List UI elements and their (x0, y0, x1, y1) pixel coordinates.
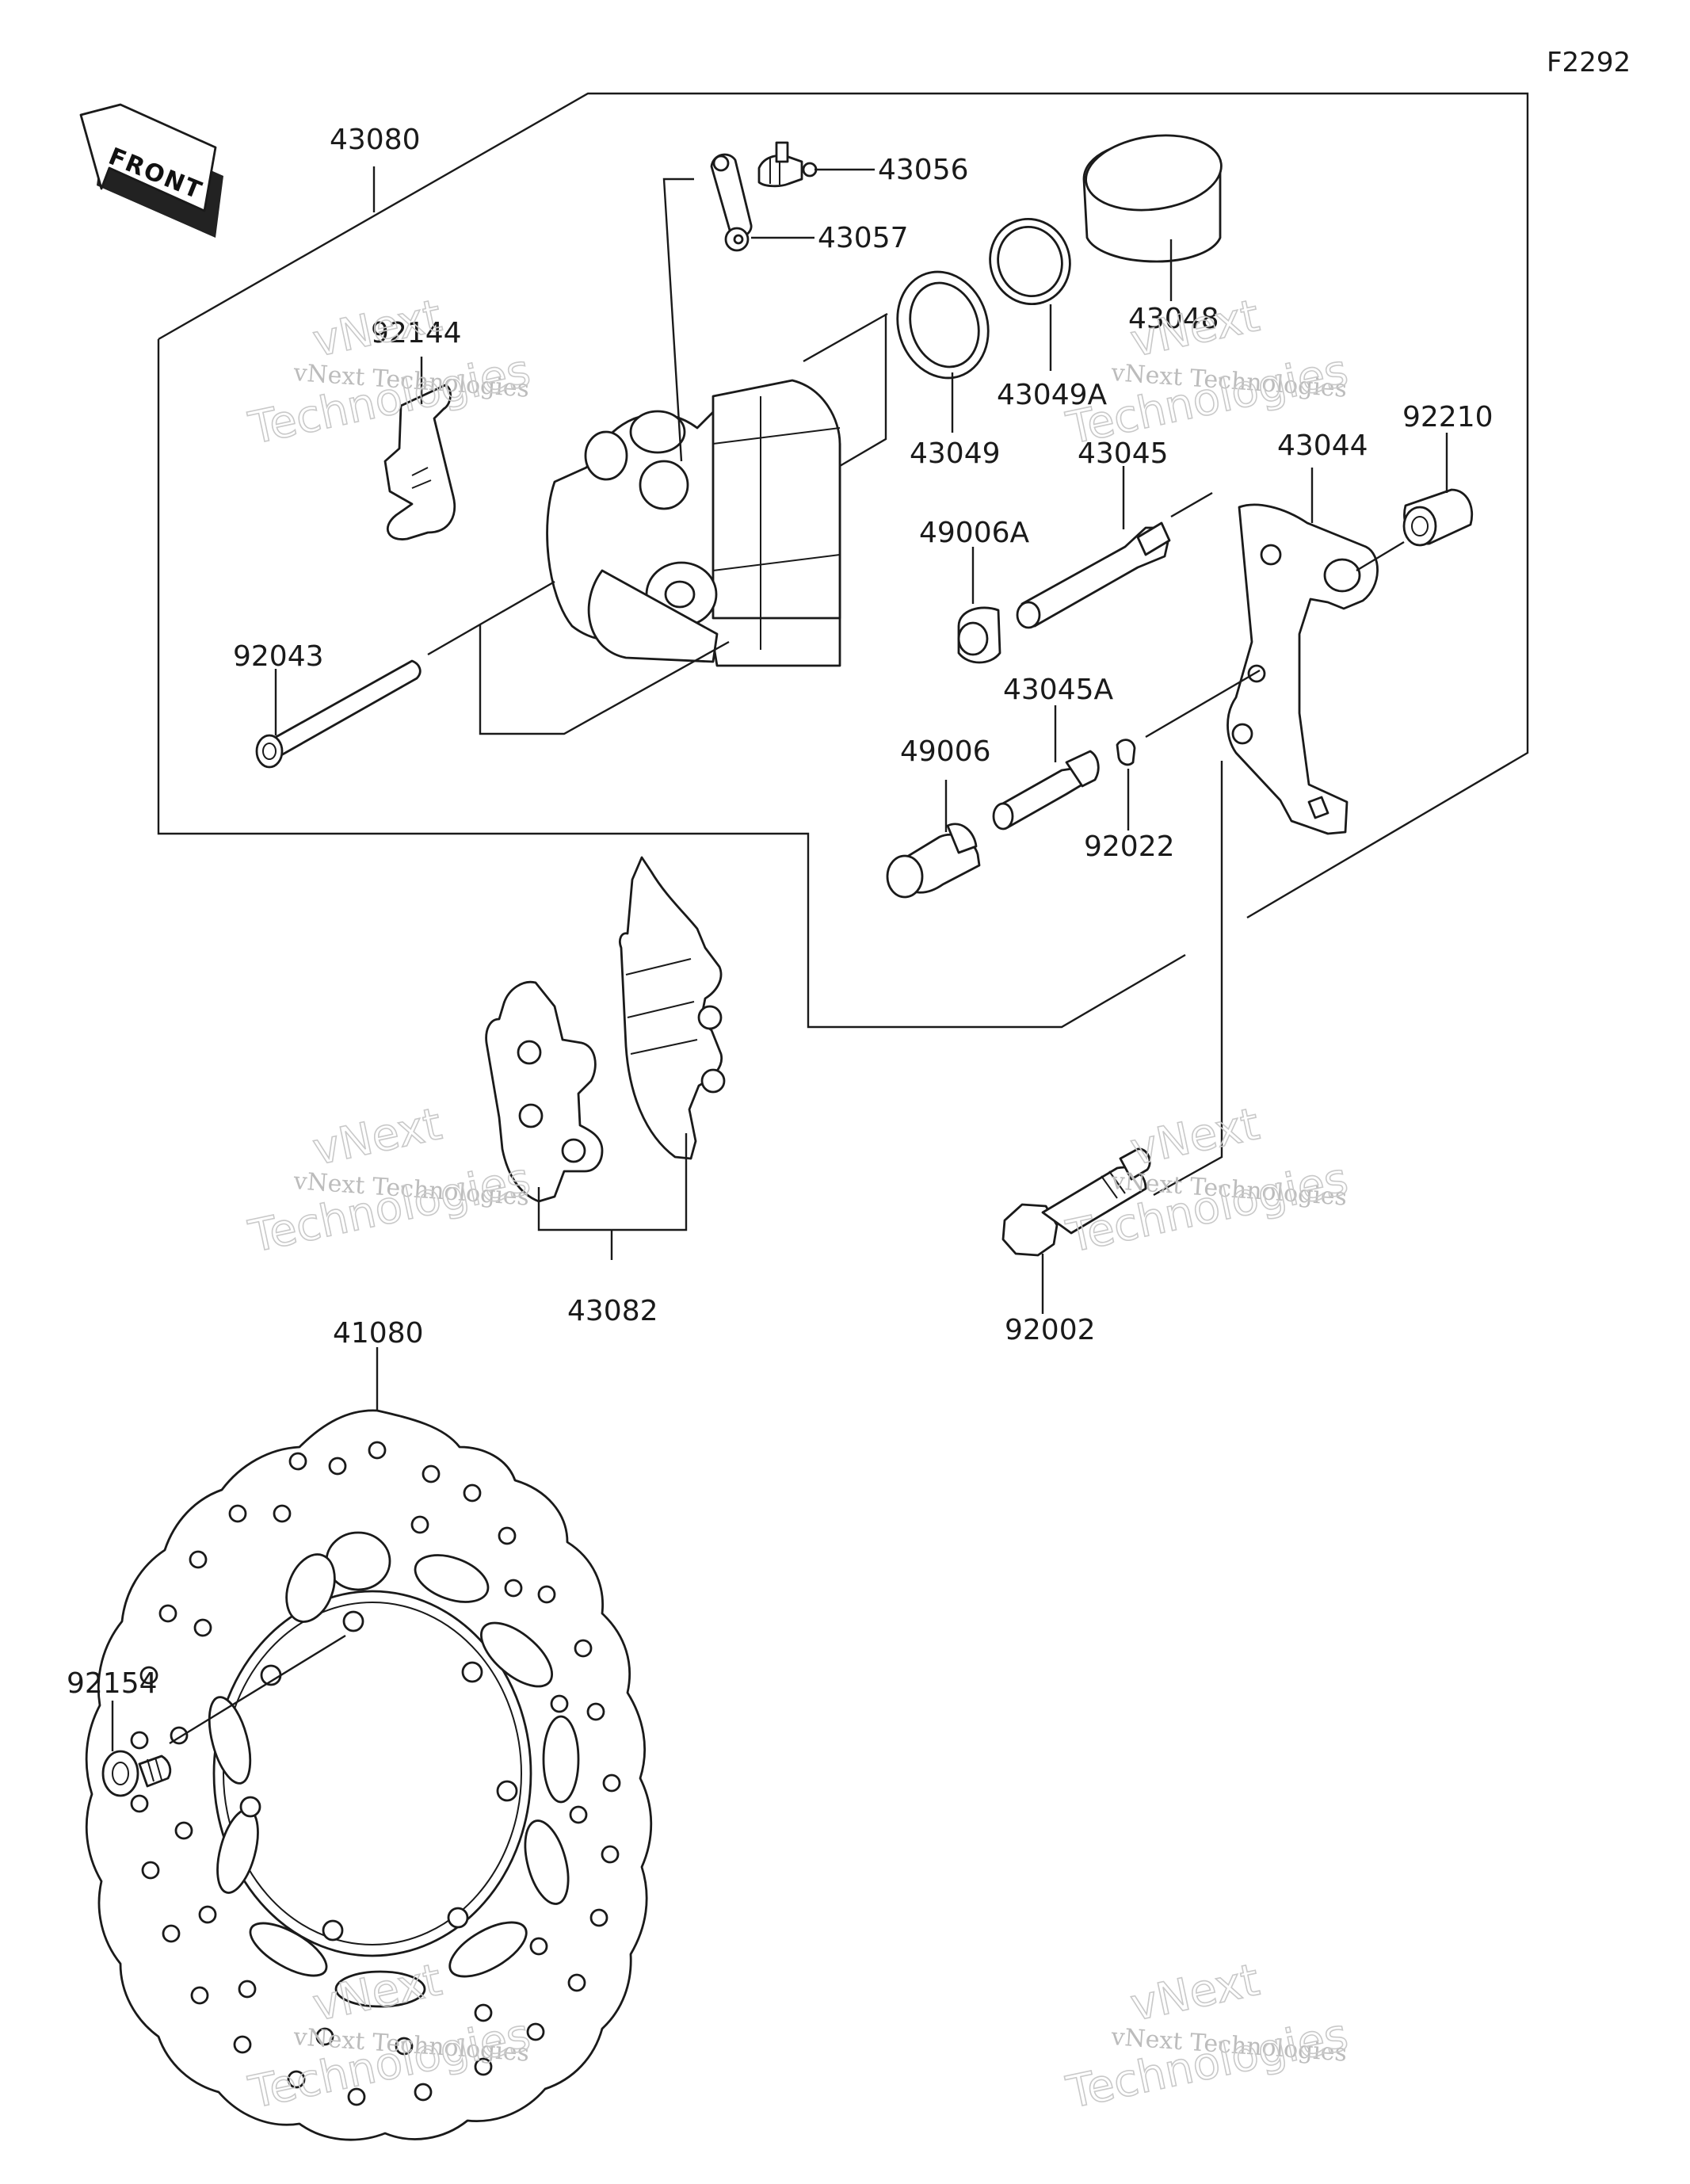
label-92154: 92154 (67, 1667, 158, 1700)
disc-bolt (101, 1750, 172, 1797)
watermark: vNext vNext Technologies Technologies (244, 1098, 536, 1263)
watermark-logo: Technologies (1062, 1153, 1352, 1263)
label-41080: 41080 (333, 1317, 424, 1350)
label-92002: 92002 (1005, 1314, 1096, 1346)
caliper-body (546, 379, 841, 667)
label-43056: 43056 (878, 154, 969, 186)
bleeder-valve (757, 141, 818, 188)
collar (1402, 488, 1474, 547)
part-labels: 43080 43056 43057 43048 92144 43049A 430… (67, 124, 1494, 1700)
watermark-logo: vNext (1126, 1954, 1264, 2032)
brake-pad-rear (485, 980, 604, 1203)
clip (1116, 739, 1136, 766)
boot-large (886, 823, 981, 899)
caliper-bolt (1001, 1147, 1151, 1257)
label-92043: 92043 (233, 640, 324, 673)
label-92144: 92144 (371, 317, 462, 349)
label-43082: 43082 (567, 1295, 658, 1327)
front-arrow-icon: FRONT (79, 103, 223, 238)
pad-spring (383, 384, 456, 540)
dust-seal-inner (997, 225, 1063, 298)
watermark-logo: vNext (308, 290, 446, 368)
bleeder-cap (710, 153, 753, 252)
watermark-logo: Technologies (1062, 2009, 1352, 2119)
label-43045A: 43045A (1003, 674, 1114, 706)
watermark: vNext vNext Technologies Technologies (244, 289, 536, 455)
watermark-logo: vNext (1126, 290, 1264, 368)
watermark: vNext vNext Technologies Technologies (1062, 1953, 1353, 2119)
label-43048: 43048 (1128, 303, 1219, 335)
label-43080: 43080 (330, 124, 421, 156)
watermark-logo: Technologies (244, 1153, 534, 1263)
watermark-logo: vNext (1126, 1098, 1264, 1176)
piston (1082, 134, 1223, 263)
label-43049: 43049 (910, 437, 1001, 470)
label-43044: 43044 (1277, 430, 1368, 462)
pad-pin (255, 659, 422, 769)
caliper-bracket (1226, 503, 1379, 835)
label-43057: 43057 (818, 222, 909, 254)
label-49006A: 49006A (919, 517, 1030, 549)
label-43049A: 43049A (997, 379, 1108, 411)
label-49006: 49006 (900, 735, 991, 768)
brake-pad-front (619, 856, 726, 1160)
label-92022: 92022 (1084, 830, 1175, 863)
watermark-logo: Technologies (244, 345, 534, 455)
diagram-code: F2292 (1547, 47, 1631, 78)
caliper-assembly-boundary (157, 92, 1529, 1029)
label-43045: 43045 (1078, 437, 1169, 470)
piston-seal-inner (909, 281, 980, 368)
watermark-logo: vNext (308, 1098, 446, 1176)
slide-pin (1016, 521, 1171, 629)
boot-small (957, 606, 1001, 664)
brake-disc (85, 1409, 653, 2141)
slide-pin-a (992, 750, 1100, 830)
label-92210: 92210 (1402, 401, 1494, 433)
